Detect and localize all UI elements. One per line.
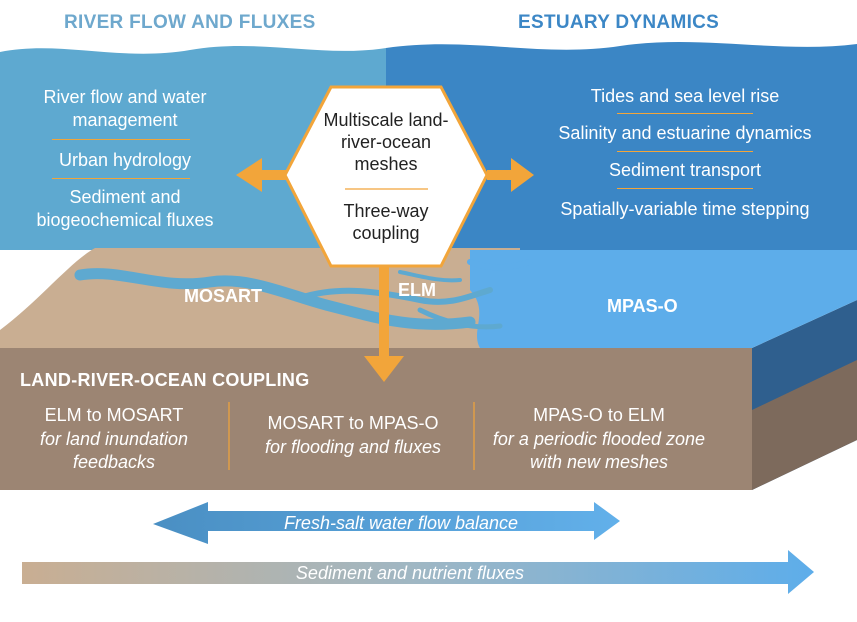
left-rule (52, 139, 190, 140)
estuary-header: ESTUARY DYNAMICS (518, 12, 720, 33)
mpas-label: MPAS-O (607, 296, 678, 316)
river-branch (297, 287, 493, 305)
right-item-sediment: Sediment transport (608, 160, 762, 180)
left-item-sediment: Sediment and biogeochemical fluxes (36, 187, 214, 230)
river-flow-header: RIVER FLOW AND FLUXES (64, 12, 316, 33)
coupling-col-3-desc: for a periodic flooded zone with new mes… (492, 429, 706, 472)
coupling-col-1-desc: for land inundation feedbacks (39, 429, 189, 472)
right-rule (617, 151, 753, 152)
left-arrow-icon (236, 158, 286, 192)
left-item-river-flow: River flow and water management (43, 87, 207, 130)
right-water-panel (386, 42, 857, 250)
river-branch (417, 307, 503, 330)
block-right-side-soil (752, 360, 857, 490)
left-water-panel (0, 46, 386, 250)
coupling-col-2-desc: for flooding and fluxes (264, 437, 442, 457)
center-hexagon (283, 85, 489, 268)
elm-label: ELM (398, 280, 436, 300)
coupling-header: LAND-RIVER-OCEAN COUPLING (20, 370, 310, 390)
right-item-salinity: Salinity and estuarine dynamics (558, 123, 812, 143)
right-item-timestep: Spatially-variable time stepping (560, 199, 810, 219)
sediment-flux-label: Sediment and nutrient fluxes (295, 563, 525, 583)
river-branch (398, 270, 462, 283)
right-rule (617, 113, 753, 114)
soil-front-face (0, 348, 752, 490)
flow-balance-label: Fresh-salt water flow balance (283, 513, 519, 533)
flow-balance-arrow (153, 502, 620, 544)
left-item-urban: Urban hydrology (58, 150, 192, 170)
sediment-flux-arrow (22, 550, 814, 594)
river-branch (467, 259, 533, 271)
ocean-surface (470, 250, 857, 348)
right-arrow-icon (487, 158, 534, 192)
coupling-col-3-title: MPAS-O to ELM (533, 405, 665, 425)
down-arrow-icon (364, 266, 404, 382)
mosart-label: MOSART (184, 286, 262, 306)
left-rule (52, 178, 190, 179)
right-item-tides: Tides and sea level rise (590, 86, 780, 106)
coupling-col-2-title: MOSART to MPAS-O (267, 413, 439, 433)
right-rule (617, 188, 753, 189)
coupling-col-1-title: ELM to MOSART (44, 405, 184, 425)
river-channel (74, 268, 476, 330)
hex-meshes-text: Multiscale land-river-ocean meshes (323, 110, 449, 174)
hex-coupling-text: Three-way coupling (343, 201, 429, 243)
